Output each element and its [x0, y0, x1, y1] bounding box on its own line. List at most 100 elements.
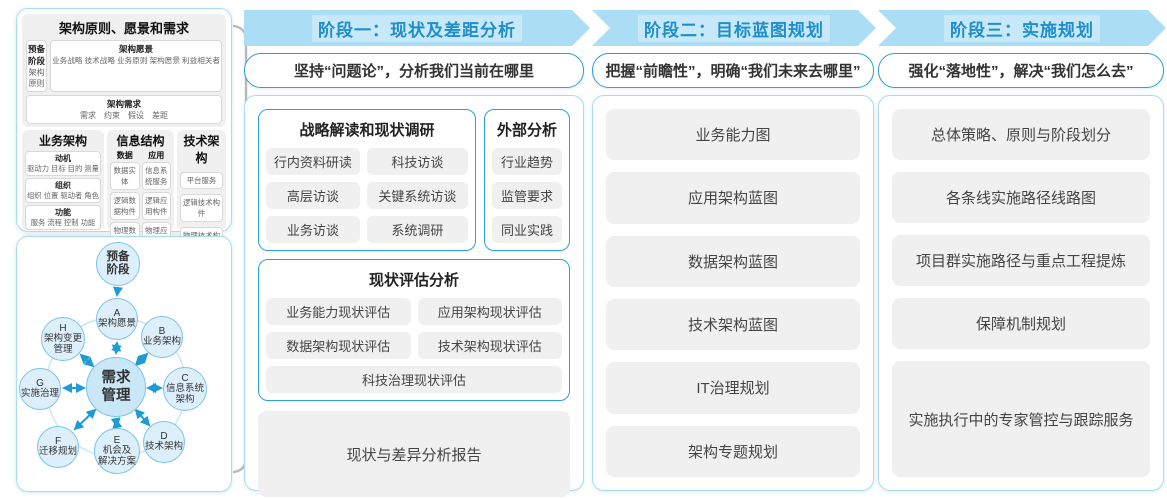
center-d-arrow — [134, 408, 151, 427]
assessment-item: 应用架构现状评估 — [417, 298, 562, 325]
current-state-assessment-box: 现状评估分析 业务能力现状评估 应用架构现状评估 数据架构现状评估 技术架构现状… — [258, 259, 570, 401]
external-item: 监管要求 — [492, 182, 562, 209]
strategy-item: 科技访谈 — [366, 148, 468, 175]
business-architecture-title: 业务架构 — [38, 134, 87, 148]
left-panel-title: 架构原则、愿景和需求 — [58, 21, 189, 36]
application-subtitle: 应用 — [148, 151, 165, 160]
phase3-deliverable: 总体策略、原则与阶段划分 — [892, 109, 1150, 160]
technology-item: 平台服务 — [180, 172, 223, 189]
phase3-deliverable: 保障机制规划 — [892, 298, 1150, 349]
node-letter: F — [54, 436, 62, 448]
vision-title: 架构愿景 — [119, 44, 154, 54]
node-label: 机会及 解决方案 — [97, 445, 136, 467]
card-title: 功能 — [55, 208, 71, 217]
assessment-item: 科技治理现状评估 — [266, 366, 562, 393]
cycle-node-h: H 架构变更 管理 — [41, 317, 85, 361]
assessment-item: 技术架构现状评估 — [417, 332, 562, 359]
strategy-research-title: 战略解读和现状调研 — [299, 122, 435, 139]
center-h-arrow — [79, 353, 95, 368]
cycle-node-e: E 机会及 解决方案 — [94, 428, 140, 474]
center-e-arrow — [110, 417, 123, 429]
phase3-slogan: 强化“落地性”，解决“我们怎么去” — [878, 53, 1164, 88]
phase2-deliverable: 业务能力图 — [606, 109, 860, 161]
vision-items: 业务战略 技术战略 业务原则 架构愿景 利益相关者 — [52, 56, 220, 65]
phase2-band: 阶段二：目标蓝图规划 — [592, 10, 876, 46]
strategy-item: 关键系统访谈 — [366, 182, 468, 209]
cycle-node-label: 预备 阶段 — [106, 251, 130, 276]
information-structure-section: 信息结构 数据 数据实体 逻辑数据构件 物理数据构件 应用 信息系统服务 逻辑应… — [107, 130, 174, 250]
requirements-title: 架构需求 — [106, 99, 141, 109]
external-analysis-title: 外部分析 — [496, 122, 557, 139]
card-detail: 服务 流程 控制 功能 — [30, 218, 96, 227]
phase1-slogan: 坚持“问题论”，分析我们当前在哪里 — [244, 53, 584, 88]
cycle-center-label: 需求 管理 — [101, 369, 131, 404]
node-letter: G — [36, 378, 44, 390]
principles-vision-requirements-block: 架构原则、愿景和需求 预备阶段 架构原则 架构愿景 业务战略 技术战略 业务原则… — [22, 14, 226, 127]
card-detail: 组织 位置 驱动者 角色 — [27, 191, 99, 200]
technology-item: 逻辑技术构件 — [180, 194, 223, 222]
center-f-arrow — [73, 408, 97, 431]
phase2-band-title: 阶段二：目标蓝图规划 — [638, 15, 830, 42]
technology-architecture-title: 技术架构 — [183, 134, 220, 165]
prep-phase-title: 预备阶段 — [28, 44, 46, 66]
strategy-item: 业务访谈 — [266, 216, 360, 243]
data-subtitle: 数据 — [116, 151, 133, 160]
external-analysis-box: 外部分析 行业趋势 监管要求 同业实践 — [484, 109, 570, 251]
phase1-content: 战略解读和现状调研 行内资料研读 科技访谈 高层访谈 关键系统访谈 业务访谈 系… — [244, 95, 584, 497]
phase3-content: 总体策略、原则与阶段划分 各条线实施路径线路图 项目群实施路径与重点工程提炼 保… — [878, 95, 1164, 491]
current-state-assessment-title: 现状评估分析 — [368, 272, 459, 289]
node-label: 信息系统 架构 — [165, 383, 204, 405]
phase3-deliverable: 项目群实施路径与重点工程提炼 — [892, 235, 1150, 286]
strategy-item: 行内资料研读 — [266, 148, 360, 175]
phase2-deliverable: 架构专题规划 — [606, 425, 860, 477]
phase2-deliverable: 技术架构蓝图 — [606, 298, 860, 351]
node-letter: A — [113, 308, 121, 320]
card-detail: 驱动力 目标 目的 测量 — [27, 164, 99, 173]
data-subcolumn: 数据 数据实体 逻辑数据构件 物理数据构件 — [110, 150, 140, 250]
cycle-node-center: 需求 管理 — [86, 357, 146, 417]
vision-card: 架构愿景 业务战略 技术战略 业务原则 架构愿景 利益相关者 — [50, 40, 222, 92]
phase1-band: 阶段一：现状及差距分析 — [244, 10, 590, 46]
strategy-research-box: 战略解读和现状调研 行内资料研读 科技访谈 高层访谈 关键系统访谈 业务访谈 系… — [258, 109, 476, 251]
gap-analysis-report: 现状与差异分析报告 — [258, 411, 570, 497]
node-label: 实施治理 — [20, 388, 59, 400]
cycle-node-a: A 架构愿景 — [96, 298, 138, 340]
node-label: 迁移规划 — [38, 446, 77, 458]
business-card: 组织 组织 位置 驱动者 角色 — [25, 178, 101, 203]
business-card: 功能 服务 流程 控制 功能 — [25, 205, 101, 230]
center-b-arrow — [134, 352, 149, 367]
business-architecture-section: 业务架构 动机 驱动力 目标 目的 测量 组织 组织 位置 驱动者 角色 功能 … — [22, 130, 104, 230]
application-subcolumn: 应用 信息系统服务 逻辑应用构件 物理应用构件 — [141, 150, 171, 250]
cycle-node-d: D 技术架构 — [143, 421, 185, 463]
information-structure-title: 信息结构 — [116, 134, 165, 148]
prep-phase-card: 预备阶段 架构原则 — [26, 40, 48, 92]
card-title: 动机 — [55, 154, 71, 163]
application-item: 逻辑应用构件 — [141, 192, 171, 220]
phase1-band-title: 阶段一：现状及差距分析 — [312, 15, 522, 42]
node-letter: C — [181, 373, 189, 385]
phase3-deliverable: 实施执行中的专家管控与跟踪服务 — [892, 361, 1150, 477]
node-label: 架构变更 管理 — [43, 333, 82, 355]
node-label: 技术架构 — [144, 441, 183, 453]
assessment-item: 业务能力现状评估 — [266, 298, 411, 325]
strategy-item: 系统调研 — [366, 216, 468, 243]
node-letter: B — [158, 326, 166, 338]
assessment-item: 数据架构现状评估 — [266, 332, 411, 359]
business-card: 动机 驱动力 目标 目的 测量 — [25, 151, 101, 176]
phase2-slogan: 把握“前瞻性”，明确“我们未来去哪里” — [592, 53, 874, 88]
data-item: 数据实体 — [110, 162, 140, 190]
phase3-band: 阶段三：实施规划 — [878, 10, 1166, 46]
technology-architecture-section: 技术架构 平台服务 逻辑技术构件 物理技术构件 — [177, 130, 226, 255]
phase3-band-title: 阶段三：实施规划 — [944, 15, 1100, 42]
requirements-items: 需求 约束 假设 差距 — [80, 111, 168, 120]
phase2-deliverable: 数据架构蓝图 — [606, 235, 860, 287]
cycle-node-b: B 业务架构 — [141, 316, 183, 358]
node-letter: D — [160, 431, 168, 443]
node-label: 业务架构 — [142, 336, 181, 348]
cycle-node-prep: 预备 阶段 — [96, 242, 140, 286]
external-item: 行业趋势 — [492, 148, 562, 175]
node-letter: E — [113, 435, 121, 447]
cycle-node-c: C 信息系统 架构 — [163, 367, 207, 411]
cycle-node-f: F 迁移规划 — [37, 426, 79, 468]
